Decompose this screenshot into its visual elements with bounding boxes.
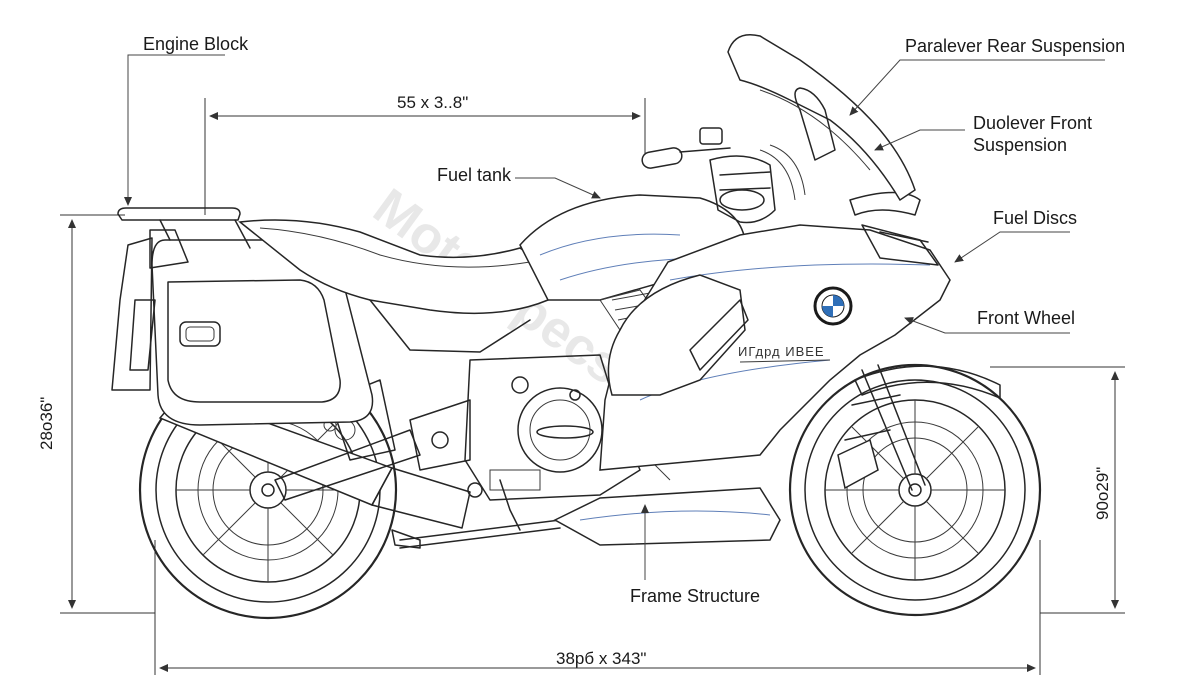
brand-logo [813,286,853,326]
front-wheel [788,363,1042,617]
engine [409,354,721,501]
label-fuel-tank: Fuel tank [437,165,512,185]
label-fuel-discs: Fuel Discs [993,208,1077,228]
fairing: ИГдрд ИВЕЕ [553,191,951,546]
label-front-suspension-line1: Duolever Front [973,113,1092,133]
label-front-suspension-line2: Suspension [973,135,1067,155]
dimension-left: 28о36" [37,397,56,450]
dimension-top: 55 x 3..8" [397,93,468,112]
dimension-lines [60,98,1125,675]
label-rear-suspension: Paralever Rear Suspension [905,36,1125,56]
windscreen [727,34,916,202]
footpegs [391,479,521,549]
fairing-model-text: ИГдрд ИВЕЕ [738,344,825,359]
dimension-bottom: 38рб x 343" [556,649,646,668]
label-front-wheel: Front Wheel [977,308,1075,328]
handlebars [641,127,806,224]
leader-lines [124,54,1105,580]
pannier [111,229,374,426]
label-frame-structure: Frame Structure [630,586,760,606]
label-engine-block: Engine Block [143,34,249,54]
dimension-right: 90о29" [1093,467,1112,520]
front-fork [844,364,926,491]
